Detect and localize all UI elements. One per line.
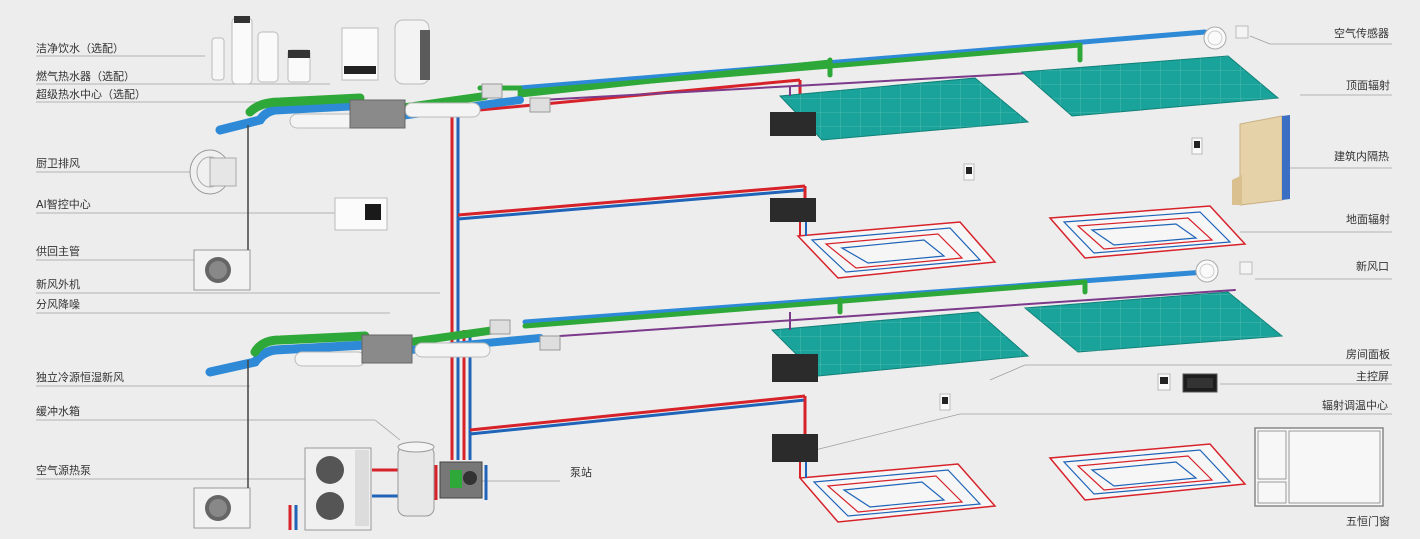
main-riser-pipes (450, 110, 472, 460)
label-air-distribution-noise-reduction: 分风降噪 (36, 298, 80, 311)
lower-branch-pipes (469, 394, 807, 440)
upper-floor-coil-pattern (810, 211, 1232, 273)
left-leader-lines (36, 55, 560, 482)
label-fresh-air-outlet: 新风口 (1356, 260, 1389, 273)
upper-air-handler (289, 83, 551, 129)
label-ceiling-radiant: 顶面辐射 (1346, 79, 1390, 92)
pump-station-device (434, 461, 488, 500)
main-control-screen-device (1182, 373, 1218, 393)
label-room-panel: 房间面板 (1346, 348, 1390, 361)
label-supply-return-main: 供回主管 (36, 245, 80, 258)
lower-floor-coil-pattern (812, 449, 1232, 517)
five-constant-window (1254, 427, 1384, 507)
kitchen-exhaust-fan (189, 149, 237, 195)
gas-water-heater-device (341, 27, 379, 81)
label-air-sensor: 空气传感器 (1334, 27, 1389, 40)
label-pump-station: 泵站 (570, 466, 592, 479)
lower-ceiling-radiant-panels (770, 291, 1284, 377)
label-clean-drinking-water: 洁净饮水（选配） (36, 42, 124, 55)
right-leader-lines (814, 35, 1392, 451)
hot-water-center-device (394, 19, 430, 85)
building-insulation-wall (1232, 115, 1290, 206)
lower-air-handler (294, 319, 561, 367)
fresh-air-outdoor-unit-upper (193, 125, 251, 291)
label-fresh-air-outdoor-unit: 新风外机 (36, 278, 80, 291)
label-gas-water-heater: 燃气热水器（选配） (36, 70, 135, 83)
water-purifier-devices (211, 16, 311, 85)
buffer-water-tank (397, 441, 435, 517)
label-independent-cooling-fresh-air: 独立冷源恒湿新风 (36, 371, 124, 384)
fresh-air-outdoor-unit-lower (193, 360, 251, 529)
label-kitchen-bath-exhaust: 厨卫排风 (36, 157, 80, 170)
label-radiant-temperature-center: 辐射调温中心 (1322, 399, 1388, 412)
label-buffer-water-tank: 缓冲水箱 (36, 405, 80, 418)
air-source-heat-pump (288, 447, 400, 531)
air-sensor-device (1203, 25, 1249, 50)
label-air-source-heat-pump: 空气源热泵 (36, 464, 91, 477)
label-building-insulation: 建筑内隔热 (1334, 150, 1389, 163)
label-ai-control-center: AI智控中心 (36, 198, 91, 211)
label-super-hot-water-center: 超级热水中心（选配） (36, 88, 146, 101)
ai-control-center-device (334, 197, 388, 231)
upper-manifolds (770, 112, 816, 222)
label-floor-radiant: 地面辐射 (1346, 213, 1390, 226)
manifold-feed-pipes (789, 86, 807, 478)
lower-manifolds (772, 354, 818, 462)
label-five-constant-window: 五恒门窗 (1346, 515, 1390, 528)
upper-ceiling-radiant-panels (778, 55, 1280, 141)
room-panel-devices (939, 137, 1203, 411)
fresh-air-outlet-device (1195, 259, 1253, 283)
label-main-control-screen: 主控屏 (1356, 370, 1389, 383)
